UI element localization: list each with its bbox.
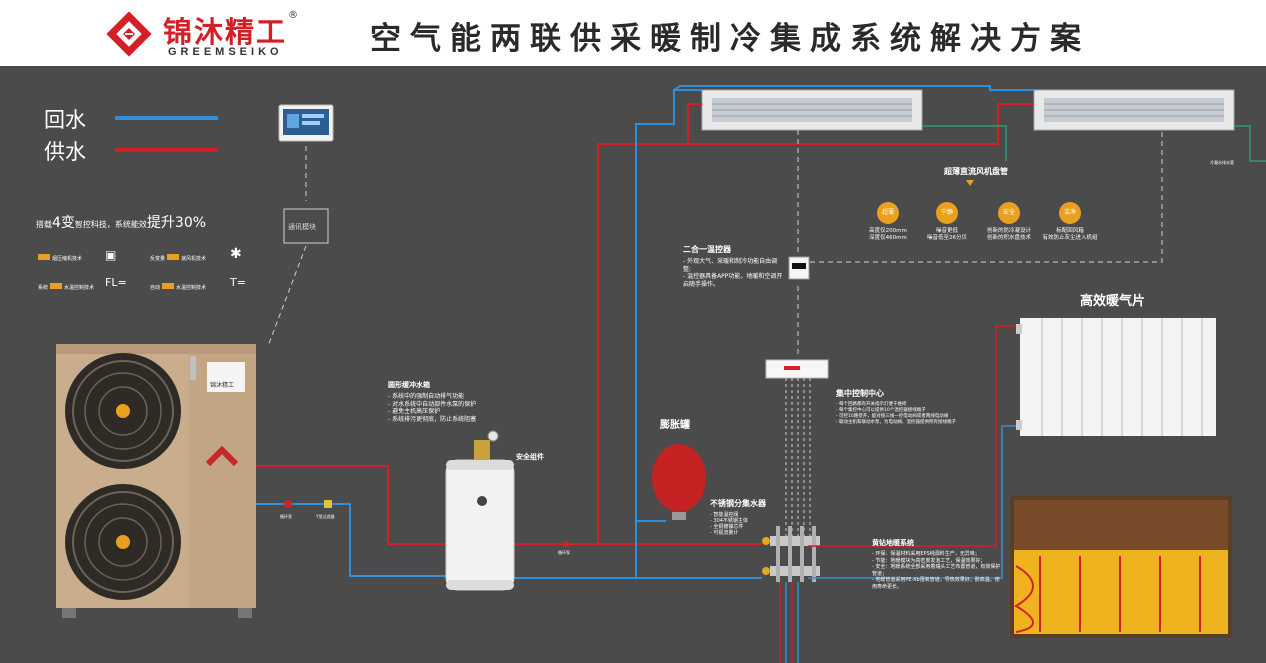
legend-supply-label: 供水	[44, 140, 86, 164]
feature-clean: 洁净标配回风箱有效防止灰尘进入机组	[1042, 202, 1098, 242]
manifold	[762, 526, 820, 582]
brand-name: 锦沐精工	[163, 15, 288, 49]
legend-return-label: 回水	[44, 108, 86, 132]
temp-icon: T=	[230, 276, 246, 289]
tech-item-1: 烟压缩机技术	[38, 254, 82, 262]
radiator	[1016, 318, 1216, 436]
expansion-label: 膨胀罐	[660, 420, 690, 431]
drain-pipe-label: 冷凝水排水管	[1210, 160, 1234, 165]
wall-display-icon	[278, 104, 334, 142]
down-arrow-icon	[966, 180, 974, 186]
logo-icon	[106, 11, 152, 57]
manifold-block: 不锈钢分集水器 - 智能温控阀 - 304不锈钢主体 - 全铜镀镍芯件 - 可视…	[710, 499, 766, 536]
expansion-tank	[652, 444, 706, 520]
brand-name-en: GREEMSEIKO	[168, 46, 283, 58]
unit-logo-text: 锦沐精工	[210, 382, 235, 389]
pump1-icon	[284, 500, 292, 508]
fan-coil-title: 超薄直流风机盘管	[944, 167, 1008, 176]
headline: 搭载4变智控科技，系统能效提升30%	[36, 215, 207, 231]
feature-quiet: 宁静噪音更低噪音低至26分贝	[922, 202, 972, 242]
diagram-area: 回水 供水 搭载4变智控科技，系统能效提升30% 烟压缩机技术 ▣ 反变量速风机…	[0, 66, 1266, 663]
flow-icon: FL=	[105, 276, 127, 289]
comm-module-box	[283, 208, 329, 244]
filter-icon	[324, 500, 332, 508]
registered-mark: ®	[288, 10, 298, 21]
radiator-title: 高效暖气片	[1080, 294, 1146, 309]
thermostat-block: 二合一温控器 - 外观大气、采暖和制冷功能自由调整;- 温控器具备APP功能，地…	[683, 245, 783, 288]
control-center-box	[765, 359, 829, 379]
tech-item-2: 反变量速风机技术	[150, 254, 207, 262]
feature-safe: 安全创新的防冷凝设计创新的积水盘技术	[984, 202, 1034, 242]
compressor-icon: ▣	[105, 248, 117, 262]
page-title: 空气能两联供采暖制冷集成系统解决方案	[370, 21, 1090, 57]
comm-module-label: 通讯模块	[288, 223, 316, 231]
tank-block: 圆形缓冲水箱 - 系统中的强制自动排气功能 - 对水系统中自动部件水泵的保护 -…	[388, 381, 477, 423]
floor-heating-panel	[1010, 496, 1232, 638]
tech-item-4: 自动水温控制技术	[150, 283, 207, 291]
pump2-label: 循环泵	[558, 550, 570, 555]
fan-icon: ✱	[230, 246, 242, 262]
control-center-block: 集中控制中心 - 每个回路都有开关指示灯便于维修 - 每个集控中心可以提供10个…	[836, 389, 957, 425]
pump1-label: 循环泵	[280, 514, 292, 519]
fan-coil-right	[1033, 89, 1235, 131]
filter-label: Y型过滤器	[316, 514, 335, 519]
heat-pump-unit	[56, 344, 256, 618]
safety-label: 安全组件	[516, 453, 544, 461]
fan-coil-left	[701, 89, 923, 131]
pump2-icon	[563, 541, 569, 547]
header: 锦沐精工 ® GREEMSEIKO 空气能两联供采暖制冷集成系统解决方案	[0, 0, 1266, 66]
diagram-canvas	[56, 85, 1266, 663]
tech-item-3: 系统水温控制技术	[38, 283, 95, 291]
floor-block: 黄钻地暖系统 - 环保：保温材料采用EPS纯源料生产，无异味； - 节能：地暖模…	[872, 539, 1001, 590]
buffer-tank	[445, 430, 515, 591]
